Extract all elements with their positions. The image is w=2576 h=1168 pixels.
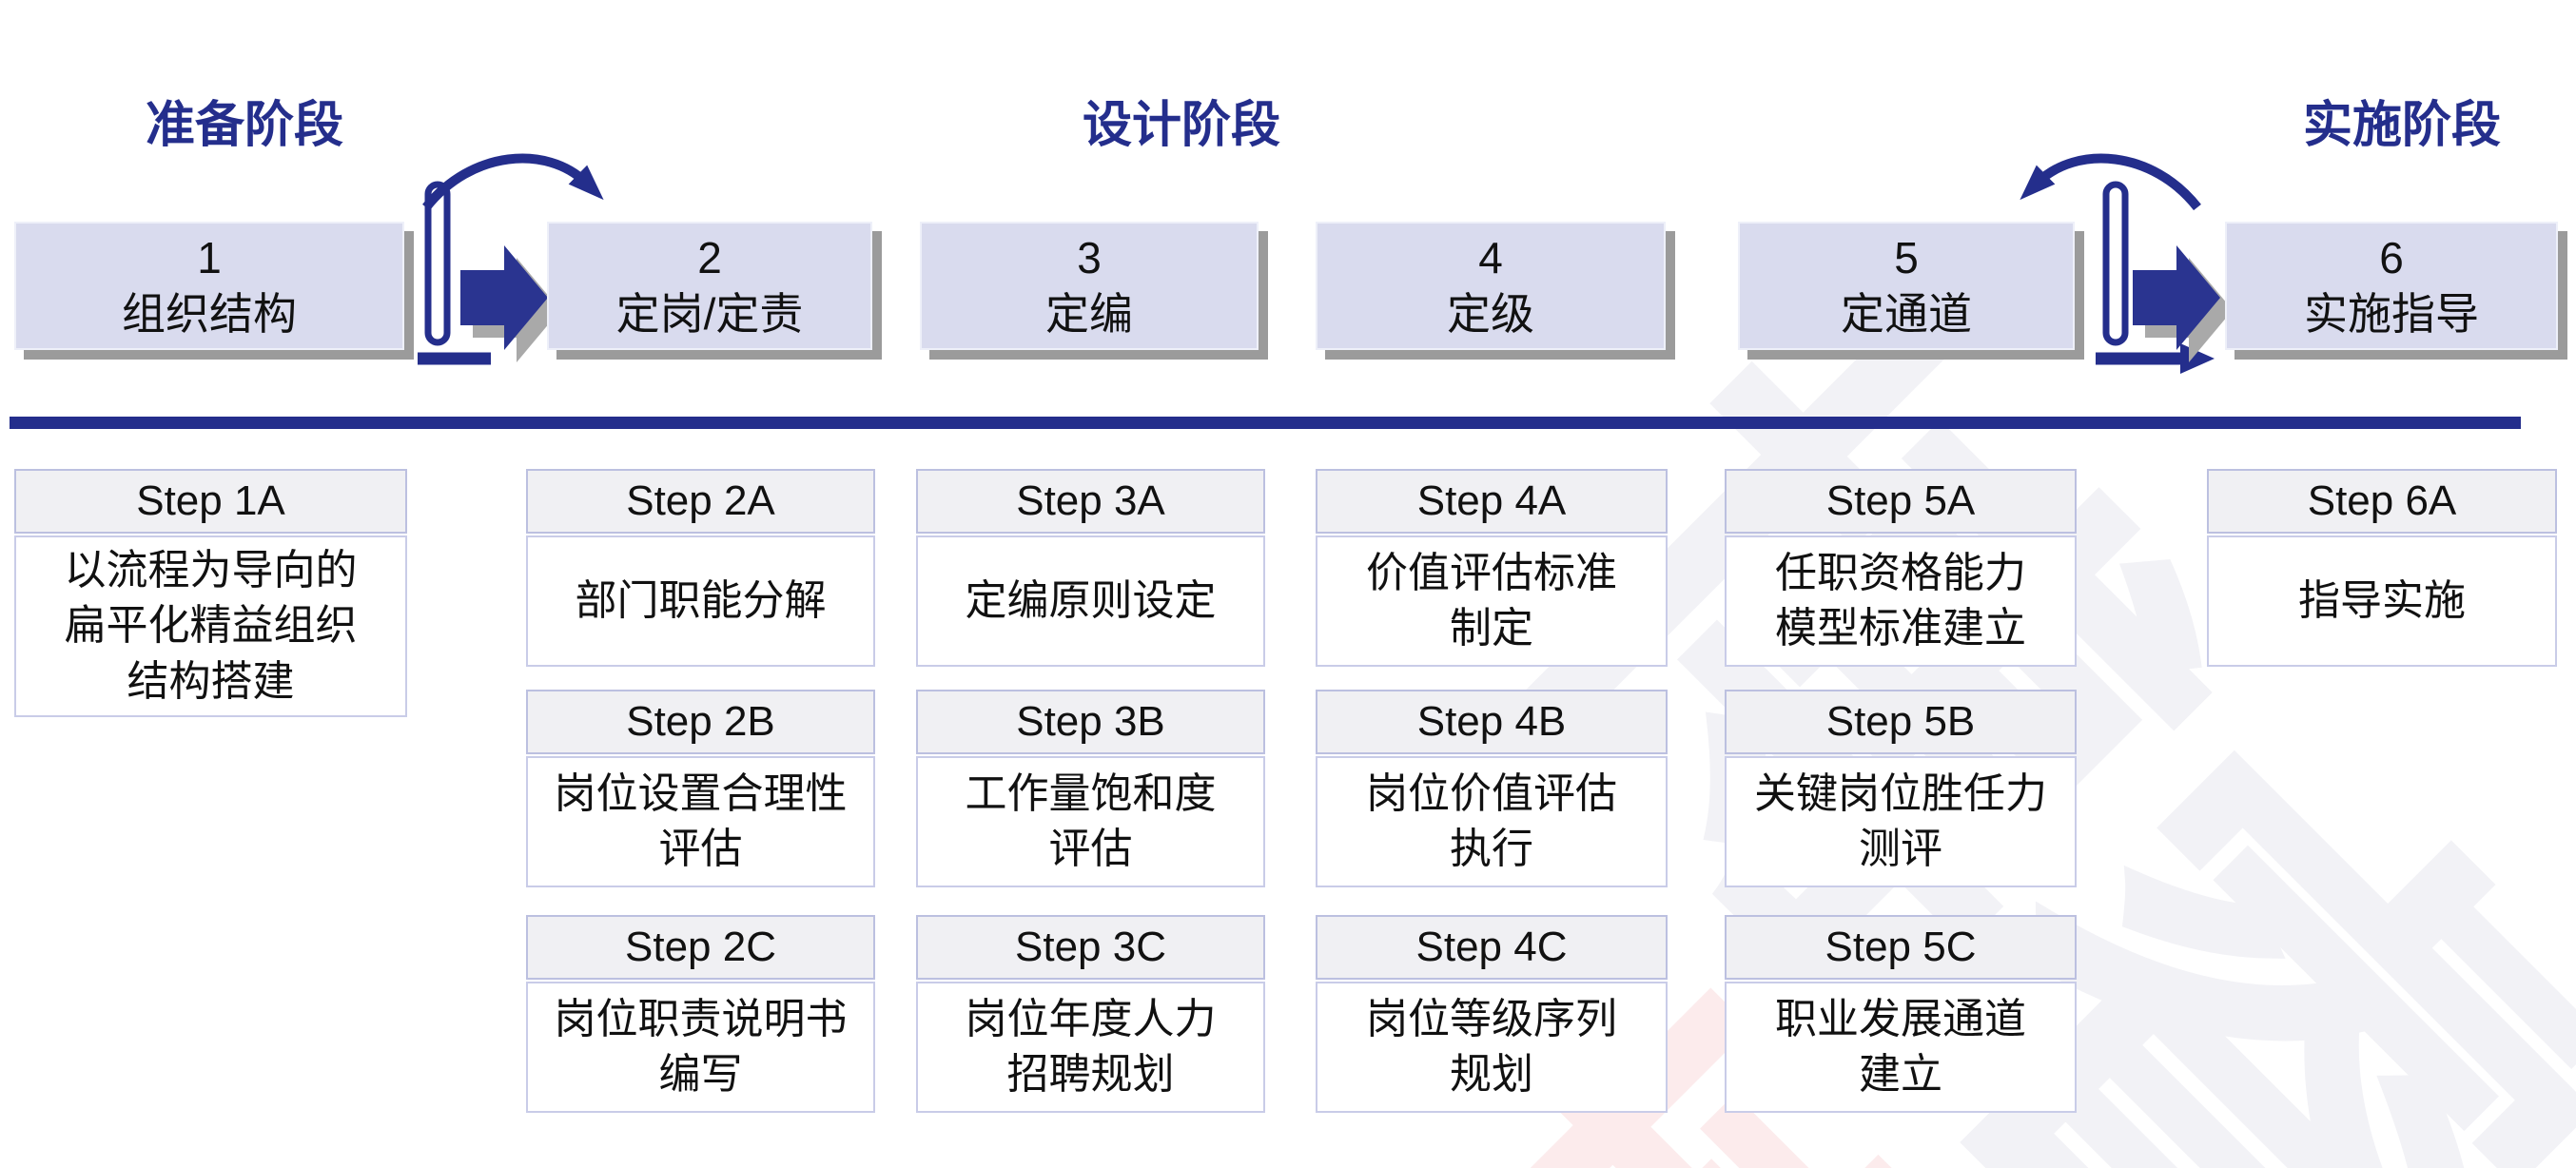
- step-card-1a: Step 1A 以流程为导向的 扁平化精益组织 结构搭建: [14, 469, 407, 717]
- step-header: Step 3B: [916, 690, 1265, 754]
- step-header: Step 2A: [526, 469, 875, 534]
- step-card-5b: Step 5B 关键岗位胜任力 测评: [1725, 690, 2077, 887]
- phase-divider-pin-icon: [418, 181, 491, 365]
- step-header: Step 2B: [526, 690, 875, 754]
- step-header: Step 3C: [916, 915, 1265, 980]
- phase-box-number: 4: [1478, 232, 1503, 282]
- phase-label-implementation: 实施阶段: [2302, 98, 2501, 153]
- phase-box-5: 5 定通道: [1738, 222, 2075, 350]
- step-body: 岗位价值评估 执行: [1316, 756, 1668, 887]
- phase-label-design: 设计阶段: [1082, 98, 1280, 153]
- phase-box-number: 5: [1894, 232, 1919, 282]
- step-card-2b: Step 2B 岗位设置合理性 评估: [526, 690, 875, 887]
- phase-box-2: 2 定岗/定责: [547, 222, 872, 350]
- phase-label-preparation: 准备阶段: [145, 98, 343, 153]
- phase-box-number: 3: [1077, 232, 1102, 282]
- step-body: 价值评估标准 制定: [1316, 535, 1668, 667]
- phase-box-number: 6: [2379, 232, 2404, 282]
- step-body: 岗位设置合理性 评估: [526, 756, 875, 887]
- phase-box-title: 定编: [1045, 288, 1133, 339]
- step-card-4a: Step 4A 价值评估标准 制定: [1316, 469, 1668, 667]
- phase-box-title: 定级: [1447, 288, 1534, 339]
- step-body: 指导实施: [2207, 535, 2557, 667]
- step-card-5c: Step 5C 职业发展通道 建立: [1725, 915, 2077, 1113]
- step-header: Step 1A: [14, 469, 407, 534]
- phase-box-1: 1 组织结构: [14, 222, 404, 350]
- phase-box-title: 定岗/定责: [615, 288, 804, 339]
- step-body: 岗位职责说明书 编写: [526, 982, 875, 1113]
- step-card-5a: Step 5A 任职资格能力 模型标准建立: [1725, 469, 2077, 667]
- step-body: 定编原则设定: [916, 535, 1265, 667]
- step-header: Step 6A: [2207, 469, 2557, 534]
- step-body: 关键岗位胜任力 测评: [1725, 756, 2077, 887]
- step-card-2c: Step 2C 岗位职责说明书 编写: [526, 915, 875, 1113]
- loop-arrow-left-icon: [2020, 153, 2201, 211]
- phase-box-title: 组织结构: [122, 288, 297, 339]
- step-header: Step 5B: [1725, 690, 2077, 754]
- step-header: Step 5A: [1725, 469, 2077, 534]
- step-card-4b: Step 4B 岗位价值评估 执行: [1316, 690, 1668, 887]
- step-body: 以流程为导向的 扁平化精益组织 结构搭建: [14, 535, 407, 717]
- step-card-6a: Step 6A 指导实施: [2207, 469, 2557, 667]
- step-body: 岗位等级序列 规划: [1316, 982, 1668, 1113]
- step-header: Step 3A: [916, 469, 1265, 534]
- step-body: 工作量饱和度 评估: [916, 756, 1265, 887]
- phase-box-number: 1: [197, 232, 222, 282]
- chevron-arrow-icon: [2133, 245, 2233, 362]
- step-body: 岗位年度人力 招聘规划: [916, 982, 1265, 1113]
- step-header: Step 2C: [526, 915, 875, 980]
- step-card-3a: Step 3A 定编原则设定: [916, 469, 1265, 667]
- step-card-3b: Step 3B 工作量饱和度 评估: [916, 690, 1265, 887]
- step-card-3c: Step 3C 岗位年度人力 招聘规划: [916, 915, 1265, 1113]
- step-card-2a: Step 2A 部门职能分解: [526, 469, 875, 667]
- step-card-4c: Step 4C 岗位等级序列 规划: [1316, 915, 1668, 1113]
- step-header: Step 5C: [1725, 915, 2077, 980]
- step-header: Step 4C: [1316, 915, 1668, 980]
- step-header: Step 4A: [1316, 469, 1668, 534]
- phase-box-title: 实施指导: [2304, 288, 2479, 339]
- step-body: 部门职能分解: [526, 535, 875, 667]
- phase-box-number: 2: [697, 232, 722, 282]
- step-header: Step 4B: [1316, 690, 1668, 754]
- phase-box-6: 6 实施指导: [2225, 222, 2558, 350]
- chevron-arrow-icon: [460, 245, 560, 362]
- phase-separator-rule: [10, 417, 2521, 429]
- phase-box-3: 3 定编: [920, 222, 1259, 350]
- step-body: 职业发展通道 建立: [1725, 982, 2077, 1113]
- phase-box-title: 定通道: [1841, 288, 1972, 339]
- step-body: 任职资格能力 模型标准建立: [1725, 535, 2077, 667]
- phase-box-4: 4 定级: [1316, 222, 1666, 350]
